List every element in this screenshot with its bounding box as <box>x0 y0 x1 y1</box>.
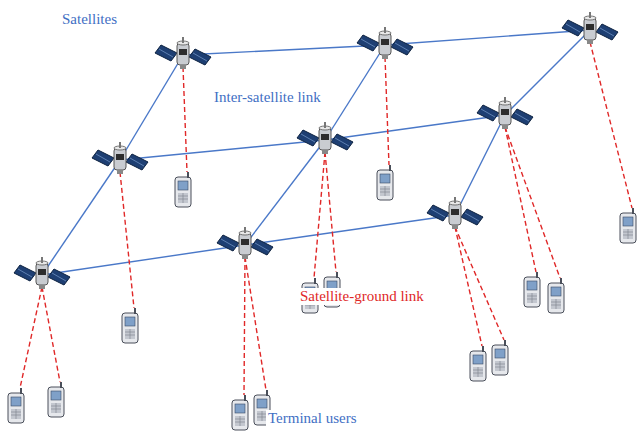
satellite-ground-link <box>325 152 336 272</box>
satellite-ground-link <box>244 257 245 395</box>
satellite-ground-link <box>590 42 632 208</box>
terminal-phone <box>232 395 248 430</box>
link-label: Satellite-ground link <box>298 288 426 305</box>
satellite-icon <box>155 37 211 69</box>
inter-satellite-link <box>385 30 590 45</box>
satellite-ground-link <box>385 57 389 165</box>
inter-satellite-link <box>325 115 505 140</box>
inter-satellite-link <box>42 160 120 275</box>
satellite-icon <box>217 227 273 259</box>
satellite-icon <box>92 142 148 174</box>
terminal-phone <box>377 165 393 200</box>
satellite-ground-link <box>120 172 134 308</box>
satellite-icon <box>477 97 533 129</box>
satellites-label: Satellites <box>60 11 119 28</box>
inter-satellite-link <box>120 55 183 160</box>
satellite-ground-link <box>505 127 536 272</box>
satellite-ground-links <box>20 42 632 395</box>
satellite-icon <box>14 257 70 289</box>
satellite-icon <box>562 12 618 44</box>
inter-satellite-links <box>42 30 590 275</box>
inter-satellite-link <box>183 45 385 55</box>
inter-satellite-link <box>245 140 325 245</box>
satellite-ground-link <box>42 287 60 382</box>
terminal-phone <box>470 346 486 381</box>
inter-satellite-link <box>325 45 385 140</box>
inter-satellite-link <box>120 140 325 160</box>
satellite-ground-link <box>314 152 325 278</box>
satellite-icon <box>297 122 353 154</box>
terminal-phone <box>122 308 138 343</box>
satellite-ground-link <box>455 227 482 346</box>
satellite-ground-link <box>455 227 504 340</box>
satellite-icon <box>357 27 413 59</box>
terminal-phone <box>8 388 24 423</box>
link-label: Inter-satellite link <box>212 89 323 106</box>
satellite-ground-link <box>20 287 42 388</box>
terminal-phone <box>620 208 636 243</box>
inter-satellite-link <box>42 245 245 275</box>
inter-satellite-link <box>505 30 590 115</box>
satellite-ground-link <box>505 127 560 278</box>
satellite-ground-link <box>245 257 266 390</box>
satellite-ground-link <box>183 67 187 172</box>
users-label: Terminal users <box>266 410 359 427</box>
inter-satellite-link <box>455 115 505 215</box>
terminal-phone <box>548 278 564 313</box>
terminal-phone <box>175 172 191 207</box>
terminal-phone <box>524 272 540 307</box>
satellites <box>14 12 618 289</box>
terminal-phone <box>48 382 64 417</box>
inter-satellite-link <box>245 215 455 245</box>
satellite-icon <box>427 197 483 229</box>
terminal-users <box>8 165 636 430</box>
terminal-phone <box>492 340 508 375</box>
